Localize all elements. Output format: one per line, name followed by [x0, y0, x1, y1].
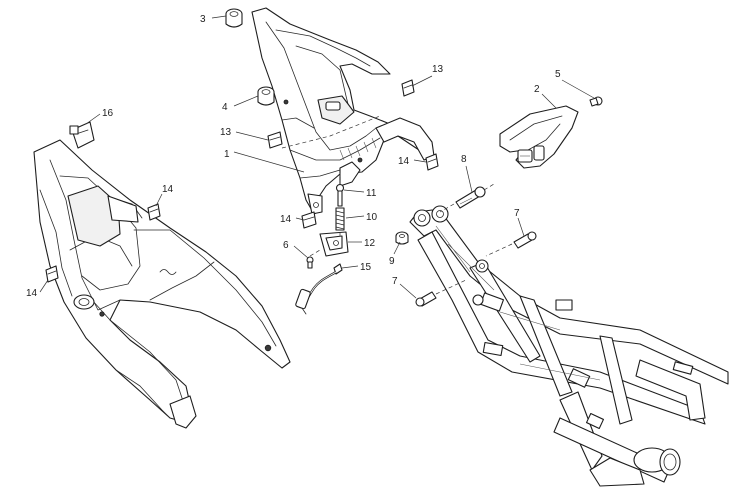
callout-12: 12	[364, 238, 376, 249]
nut-14-panel	[147, 203, 161, 221]
bolt-8-axis	[439, 183, 495, 213]
bolt-7b	[415, 291, 437, 307]
callouts: 3 4 13 1 13 2 5 16 14 14 14 14 8 11 10 1…	[26, 14, 561, 299]
spring-10	[335, 207, 345, 231]
callout-3: 3	[200, 14, 206, 25]
clip-16	[69, 121, 95, 149]
speed-nut-13a	[401, 79, 415, 97]
callout-14-right: 14	[398, 156, 410, 167]
leader-lines	[39, 15, 595, 299]
callout-10: 10	[366, 212, 378, 223]
assembly-line-c	[309, 249, 321, 257]
callout-14-left: 14	[26, 288, 38, 299]
callout-6: 6	[283, 240, 289, 251]
callout-7-lower: 7	[392, 276, 398, 287]
nut-14-right	[425, 153, 439, 171]
bumper-3	[225, 8, 243, 28]
callout-11: 11	[366, 188, 377, 199]
tail-unit-1	[251, 7, 435, 215]
callout-16: 16	[102, 108, 114, 119]
callout-15: 15	[360, 262, 372, 273]
callout-5: 5	[555, 69, 561, 80]
callout-9: 9	[389, 256, 395, 267]
callout-1: 1	[224, 149, 230, 160]
screw-11	[335, 183, 345, 207]
bolt-8	[455, 186, 486, 209]
bolt-7b-axis	[435, 279, 467, 295]
callout-8: 8	[461, 154, 467, 165]
callout-7-upper: 7	[514, 208, 520, 219]
callout-14-panel: 14	[162, 184, 174, 195]
bumper-4	[257, 86, 275, 106]
screw-6	[306, 256, 314, 269]
left-side-panel	[33, 139, 291, 429]
rear-subframe	[409, 205, 729, 487]
bolt-7a-axis	[485, 243, 513, 257]
callout-13-top: 13	[432, 64, 444, 75]
speed-nut-13b	[267, 131, 283, 149]
bolt-7a	[513, 231, 537, 249]
grab-handle-2	[499, 105, 579, 169]
callout-4: 4	[222, 102, 228, 113]
callout-13-left: 13	[220, 127, 232, 138]
spacer-9	[395, 231, 409, 245]
nut-14-center	[301, 211, 317, 229]
callout-2: 2	[534, 84, 540, 95]
callout-14-center: 14	[280, 214, 292, 225]
cable-15	[295, 263, 343, 315]
bracket-12	[319, 231, 349, 257]
assembly-line-a	[281, 115, 381, 149]
nut-14-left	[45, 265, 59, 283]
bolt-5	[589, 96, 603, 107]
